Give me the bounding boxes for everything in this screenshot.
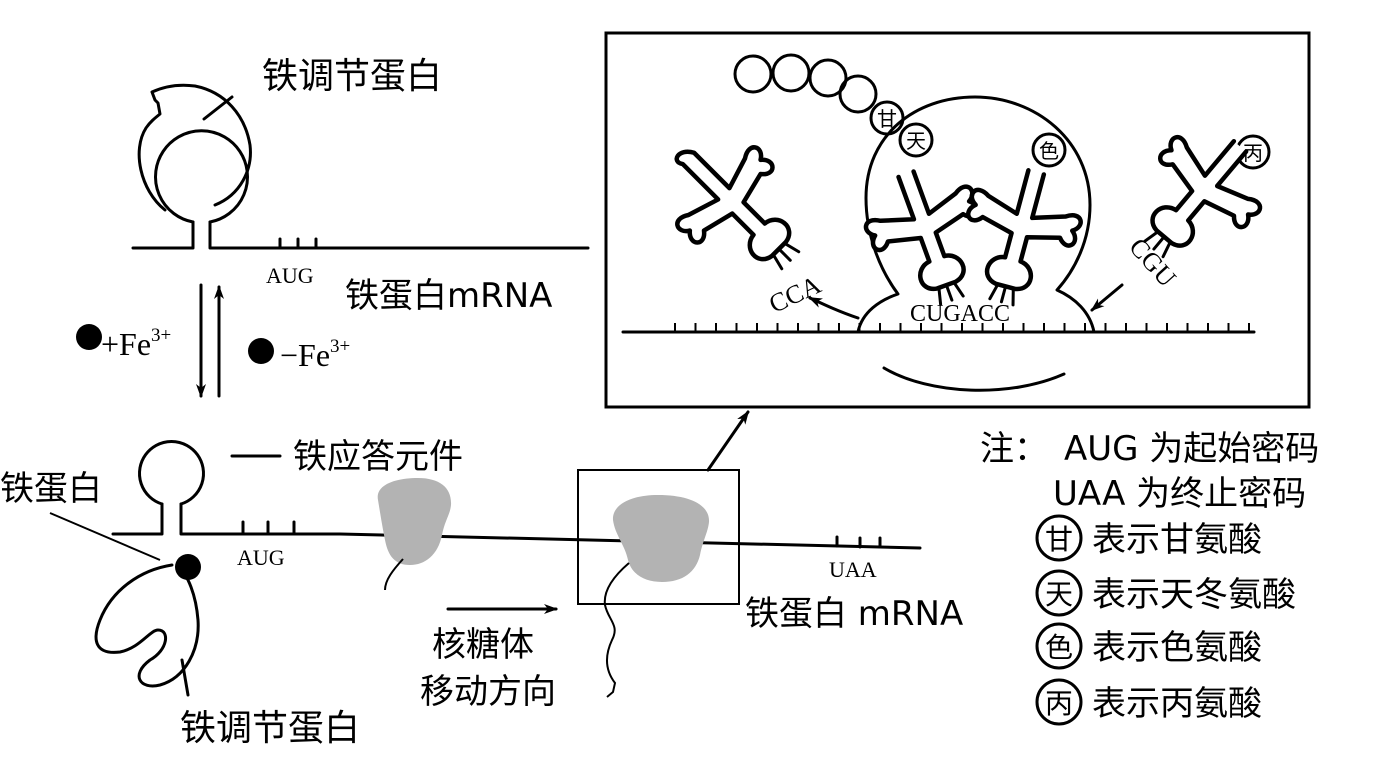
amino-acid-tryptophan <box>1031 132 1067 168</box>
inset-frame <box>604 31 1311 409</box>
ribosome-small-subunit-arc <box>882 366 1066 392</box>
label-iron-regulatory-protein-top: 铁调节蛋白 <box>262 56 442 97</box>
iron-regulatory-protein-top <box>137 83 252 212</box>
notes-legend: 注： AUG 为起始密码 UAA 为终止密码 甘 表示甘氨酸 天 表示天冬氨酸 … <box>980 429 1319 726</box>
mrna-strand-right <box>208 220 590 250</box>
iron-ion-dot-plus <box>76 324 102 350</box>
legend-symbol-asp: 天 <box>1045 578 1073 611</box>
label-uaa: UAA <box>829 557 877 582</box>
label-minus-fe: −Fe3+ <box>280 336 350 373</box>
amino-acid-alanine-label: 丙 <box>1243 141 1263 165</box>
amino-acid-circle <box>733 54 773 94</box>
iron-response-element-loop-bottom <box>138 440 205 506</box>
anticodon-leaving: CCA <box>765 270 826 319</box>
irp-leader-line <box>202 95 234 121</box>
amino-acid-aspartate-label: 天 <box>906 129 926 153</box>
ferritin-leader-line <box>49 512 161 561</box>
mrna-strand-right-bottom <box>179 502 922 550</box>
legend-symbol-gly: 甘 <box>1045 523 1073 556</box>
peptide-chain-2 <box>603 562 630 698</box>
label-ribosome-direction-line2: 移动方向 <box>420 672 556 712</box>
legend-symbol-ala: 丙 <box>1045 687 1073 720</box>
trna-p-site <box>863 169 980 306</box>
bottom-mrna-complex <box>49 440 922 697</box>
amino-acid-glycine-label: 甘 <box>877 107 897 131</box>
trna-leaving <box>674 145 801 271</box>
label-ferritin: 铁蛋白 <box>0 469 102 509</box>
ribosome-1 <box>377 478 452 565</box>
legend-text-gly: 表示甘氨酸 <box>1092 520 1262 560</box>
amino-acid-circle <box>838 74 878 114</box>
amino-acid-aspartate <box>898 122 934 158</box>
legend-text-asp: 表示天冬氨酸 <box>1092 575 1296 615</box>
note-start-codon: AUG 为起始密码 <box>1064 429 1319 469</box>
iron-regulatory-protein-bottom <box>94 563 200 688</box>
legend-symbol-circle <box>1035 514 1083 562</box>
zoom-arrow <box>706 410 750 472</box>
codons-in-ribosome: CUGACC <box>910 301 1010 327</box>
ribosome-2 <box>612 495 710 582</box>
label-iron-response-element: 铁应答元件 <box>293 437 463 477</box>
label-ferritin-mrna-bottom: 铁蛋白 mRNA <box>745 594 963 634</box>
label-iron-regulatory-protein-bottom: 铁调节蛋白 <box>180 708 360 749</box>
legend-symbol-trp: 色 <box>1045 631 1073 664</box>
label-aug-bottom: AUG <box>237 545 285 570</box>
trna-entering <box>1143 135 1263 259</box>
peptide-chain-1 <box>384 558 404 591</box>
notes-prefix: 注： <box>980 429 1048 469</box>
legend-symbol-circle <box>1035 569 1083 617</box>
note-stop-codon: UAA 为终止密码 <box>1053 474 1306 514</box>
label-ferritin-mrna-top: 铁蛋白mRNA <box>345 276 552 316</box>
legend-symbol-circle <box>1035 622 1083 670</box>
iron-ion-dot-minus <box>248 338 274 364</box>
iron-response-element-loop <box>154 129 249 224</box>
legend-text-trp: 表示色氨酸 <box>1092 628 1262 668</box>
legend-text-ala: 表示丙氨酸 <box>1092 684 1262 724</box>
amino-acid-glycine <box>869 100 905 136</box>
zoom-selection-box <box>577 469 740 605</box>
label-ribosome-direction-line1: 核糖体 <box>432 625 534 665</box>
label-aug-top: AUG <box>266 263 314 288</box>
mrna-strand-left <box>131 220 195 250</box>
irp-bottom-leader-line <box>180 658 190 697</box>
inset-translation-detail: 甘 天 色 丙 CCA CUGACC <box>604 31 1311 409</box>
amino-acid-circle <box>808 58 848 98</box>
top-mrna-complex <box>131 83 590 250</box>
iron-ion-dot-bound <box>175 554 201 580</box>
label-plus-fe: +Fe3+ <box>101 325 171 362</box>
inset-codon-ticks <box>674 323 1250 332</box>
trna-a-site <box>966 168 1083 307</box>
trna-entry-arrow <box>1090 283 1124 312</box>
amino-acid-tryptophan-label: 色 <box>1039 139 1059 163</box>
amino-acid-circle <box>771 53 811 93</box>
ribosome-outline <box>856 95 1096 334</box>
trna-exit-arrow <box>808 296 860 320</box>
legend-symbol-circle <box>1035 678 1083 726</box>
mrna-strand-left-bottom <box>111 502 164 536</box>
